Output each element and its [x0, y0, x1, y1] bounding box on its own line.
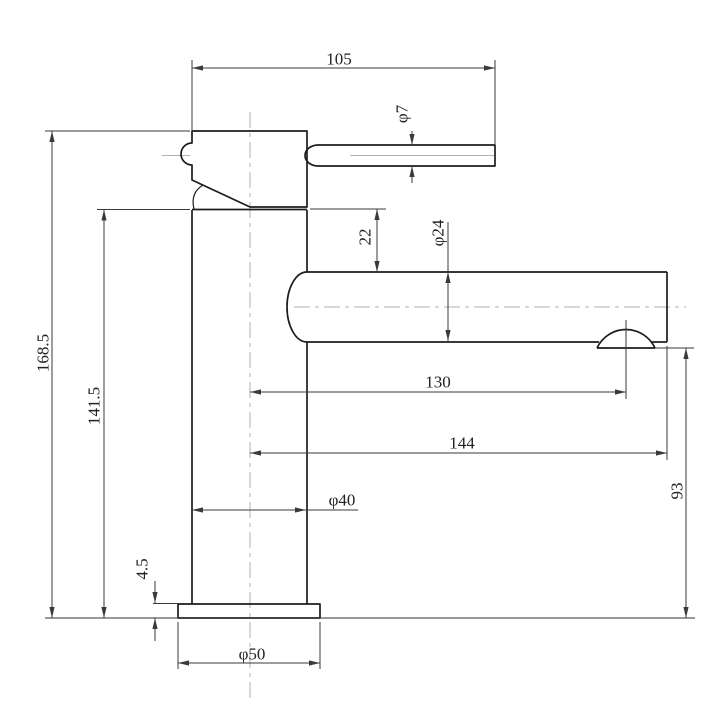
dim-spout-center-reach: 130 — [250, 320, 627, 399]
dim-spout-top-offset: 22 — [310, 208, 386, 272]
dim-base-diameter: φ50 — [177, 622, 321, 669]
handle-lever — [304, 144, 496, 167]
base-flange — [177, 603, 321, 619]
dim-spout-diameter: φ24 — [429, 219, 451, 341]
handle-fillet-arc — [192, 184, 204, 210]
dim-label-phi24: φ24 — [429, 219, 448, 246]
centerlines — [162, 112, 686, 700]
dim-label-4-5: 4.5 — [133, 558, 152, 579]
dim-label-141-5: 141.5 — [85, 387, 104, 425]
dim-total-height: 168.5 — [34, 130, 190, 618]
dim-label-144: 144 — [449, 434, 475, 453]
dimensions: 105 φ7 22 φ24 168.5 141.5 — [34, 50, 694, 669]
dim-label-22: 22 — [356, 229, 375, 246]
dim-label-130: 130 — [425, 373, 451, 392]
dim-body-diameter: φ40 — [192, 491, 358, 513]
dim-handle-length: 105 — [191, 50, 496, 144]
dim-overall-reach: 144 — [250, 346, 668, 460]
dim-outlet-height: 93 — [655, 347, 694, 618]
dim-label-105: 105 — [326, 50, 352, 69]
dim-base-plate-thickness: 4.5 — [133, 558, 178, 641]
faucet-outline — [177, 130, 668, 619]
dim-lever-diameter: φ7 — [393, 104, 415, 183]
dim-label-168-5: 168.5 — [34, 334, 53, 372]
spout-left-cap — [286, 271, 308, 343]
dim-body-height: 141.5 — [85, 209, 190, 618]
dim-label-phi40: φ40 — [329, 491, 356, 510]
handle-head — [180, 130, 308, 208]
dim-label-phi7: φ7 — [393, 104, 412, 123]
dim-label-phi50: φ50 — [239, 645, 266, 664]
dim-label-93: 93 — [668, 483, 687, 500]
